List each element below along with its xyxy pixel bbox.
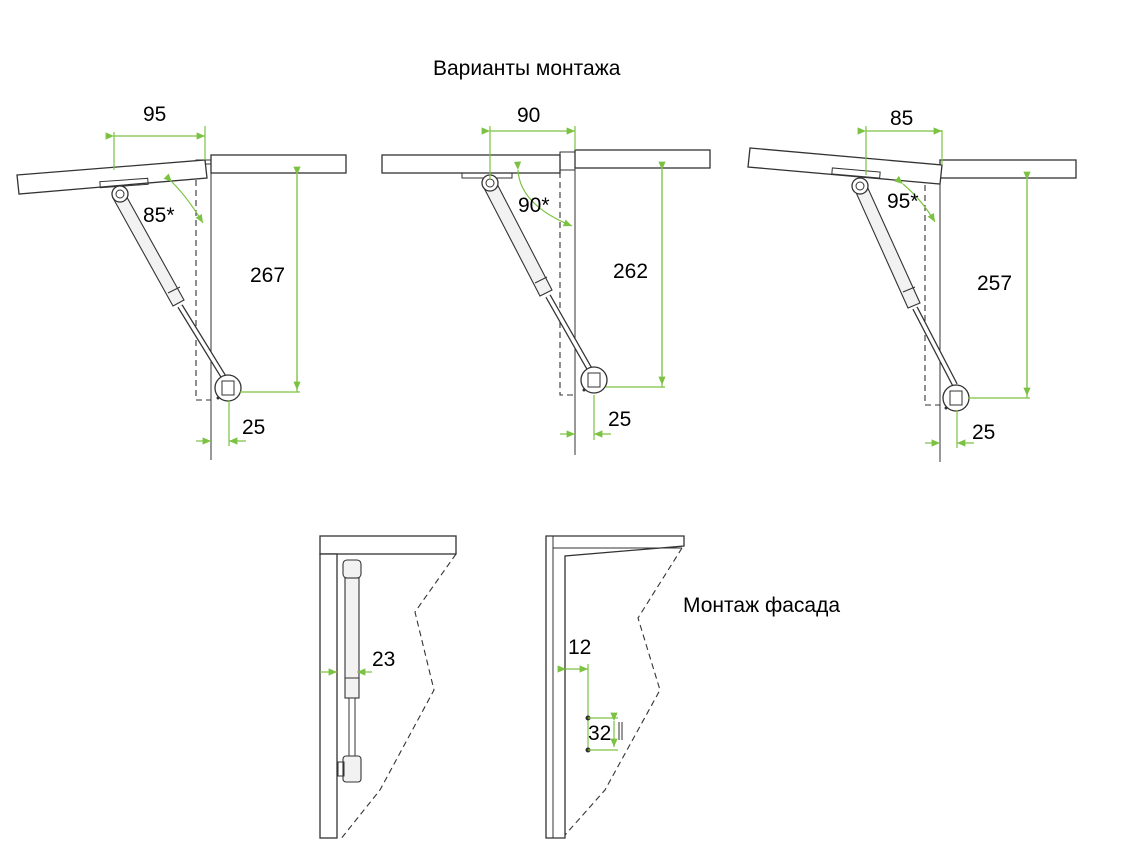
gas-strut (851, 177, 970, 412)
variant-1: 95 85* 267 25 (16, 103, 347, 460)
cabinet-side-hidden (559, 152, 575, 396)
facade-view-strut: 23 (319, 535, 457, 841)
dim-mount-height: 262 (613, 260, 648, 283)
dim-top-offset: 85 (890, 107, 913, 130)
cabinet-top-panel (939, 159, 1077, 179)
cabinet-top-panel (574, 149, 711, 169)
facade-outline (339, 553, 457, 841)
dim-open-angle: 85* (143, 204, 175, 227)
facade-outline (564, 547, 683, 836)
dim-mount-height: 267 (250, 264, 285, 287)
dim-top-offset: 95 (143, 103, 166, 126)
cabinet-top-panel (319, 535, 457, 555)
dim-strut-offset: 23 (372, 648, 395, 671)
door-panel (381, 154, 561, 174)
dim-open-angle: 95* (887, 190, 919, 213)
door-panel (747, 147, 943, 185)
dim-hole-offset: 12 (568, 636, 591, 659)
cabinet-side-hidden (195, 160, 211, 401)
dim-side-offset: 25 (972, 421, 995, 444)
dim-side-offset: 25 (608, 408, 631, 431)
cabinet-corner (545, 535, 685, 839)
cabinet-side-wall (319, 553, 338, 839)
gas-strut (111, 185, 242, 402)
dim-top-offset: 90 (517, 104, 540, 127)
dim-side-offset: 25 (242, 416, 265, 439)
variant-3: 85 95* 257 25 (747, 107, 1077, 462)
cabinet-top-panel (210, 154, 347, 174)
variant-2: 90 90* 262 25 (381, 104, 711, 455)
dim-hole-spacing: 32 (588, 722, 611, 745)
dim-mount-height: 257 (977, 272, 1012, 295)
gas-strut (481, 174, 608, 394)
dim-open-angle: 90* (518, 194, 550, 217)
cabinet-side-hidden (924, 165, 940, 406)
title-mounting-variants: Варианты монтажа (433, 57, 621, 80)
facade-view-holes: 12 32 (545, 535, 685, 839)
title-facade-mounting: Монтаж фасада (683, 594, 840, 617)
door-panel (16, 159, 208, 195)
